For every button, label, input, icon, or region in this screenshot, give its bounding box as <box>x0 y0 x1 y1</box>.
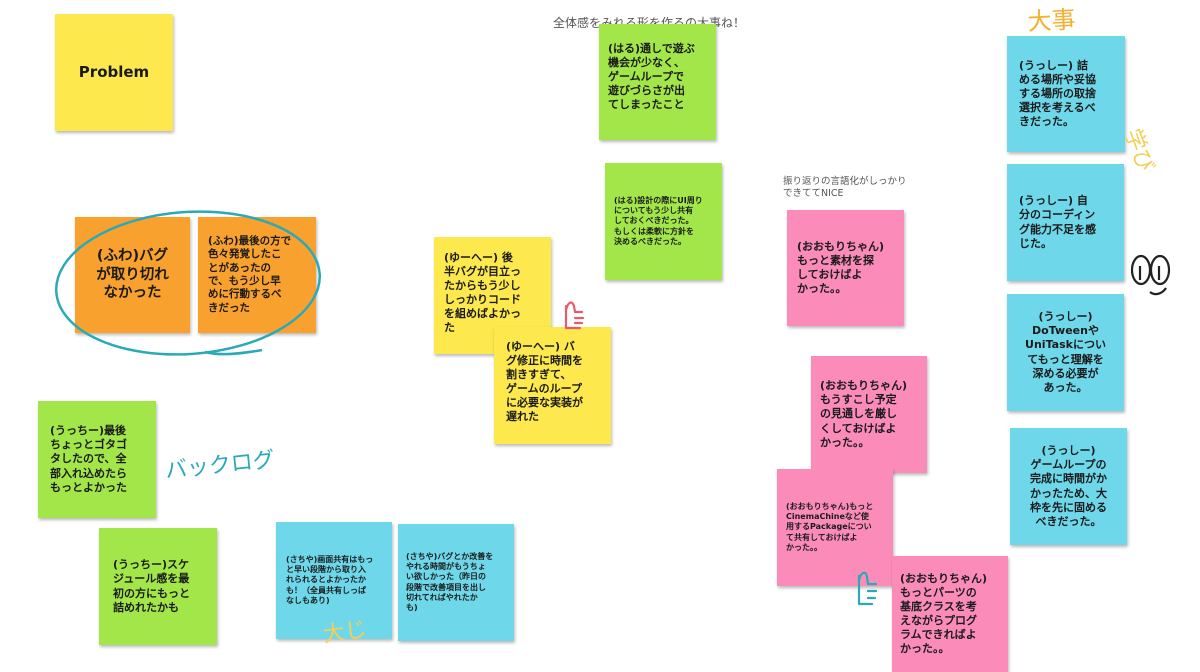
comment-retro-praise: 振り返りの言語化がしっかり できててNICE <box>783 176 907 199</box>
sticky-note-ussh-loop[interactable]: (うっしー) ゲームループの 完成に時間がか かったため、大 枠を先に固める べ… <box>1010 428 1127 545</box>
sticky-note-text: (うっちー)最後 ちょっとゴタゴ タしたので、全 部入れ込めたら もっとよかった <box>50 424 127 494</box>
sticky-note-text: (おおもりちゃん)もっと CinemaChineなど使 用するPackageにつ… <box>786 501 874 552</box>
sticky-note-fuwa-bug[interactable]: (ふわ)バグ が取り切れ なかった <box>75 217 190 333</box>
sticky-note-text: (おおもりちゃん) もっとパーツの 基底クラスを考 えながらプログ ラムできれば… <box>900 571 988 656</box>
sticky-note-text: (はる)通しで遊ぶ 機会が少なく、 ゲームループで 遊びづらさが出 てしまったこ… <box>608 42 695 112</box>
sticky-note-ussh-compromise[interactable]: (うっしー) 詰 める場所や妥協 する場所の取捨 選択を考えるべ きだった。 <box>1007 36 1125 152</box>
eyes-doodle-icon <box>1130 254 1171 296</box>
sticky-note-fuwa-late[interactable]: (ふわ)最後の方で 色々発覚したこ とがあったの で、もう少し早 めに行動するべ… <box>198 217 316 333</box>
sticky-note-haru-play[interactable]: (はる)通しで遊ぶ 機会が少なく、 ゲームループで 遊びづらさが出 てしまったこ… <box>599 24 716 140</box>
sticky-note-haru-ui[interactable]: (はる)設計の際にUI周り についてもう少し共有 しておくべきだった。 もしくは… <box>605 163 722 280</box>
thumbs-up-icon <box>564 301 585 330</box>
sticky-note-text: (ふわ)バグ が取り切れ なかった <box>96 248 169 302</box>
sticky-note-sachiya-bug[interactable]: (さちや)バグとか改善を やれる時間がもうちょ い欲しかった（昨日の 段階で改善… <box>398 524 514 641</box>
sticky-note-yuhe-fix[interactable]: (ゆーへー) バ グ修正に時間を 割きすぎて、 ゲームのループ に必要な実装が … <box>494 327 611 444</box>
sticky-note-text: Problem <box>78 62 150 81</box>
sticky-note-omori-material[interactable]: (おおもりちゃん) もっと素材を探 しておけばよ かった。。 <box>787 210 904 326</box>
sticky-note-text: (うっしー) DoTweenや UniTaskについ てもっと理解を 深める必要… <box>1025 310 1106 394</box>
sticky-note-text: (おおもりちゃん) もっと素材を探 しておけばよ かった。。 <box>797 239 885 296</box>
sticky-note-text: (うっしー) ゲームループの 完成に時間がか かったため、大 枠を先に固める べ… <box>1030 444 1107 528</box>
sticky-note-text: (ゆーへー) 後 半バグが目立っ たからもう少し しっかりコード を組めばよかっ… <box>444 251 521 335</box>
sticky-note-text: (うっしー) 詰 める場所や妥協 する場所の取捨 選択を考えるべ きだった。 <box>1019 58 1096 129</box>
sticky-note-ussh-dotween[interactable]: (うっしー) DoTweenや UniTaskについ てもっと理解を 深める必要… <box>1007 294 1124 411</box>
sticky-note-text: (おおもりちゃん) もうすこし予定 の見通しを厳し くしておけばよ かった。。 <box>820 379 908 449</box>
sticky-note-text: (うっちー)スケ ジュール感を最 初の方にもっと 詰めれたかも <box>113 558 190 614</box>
handwriting-backlog: バックログ <box>164 448 276 484</box>
handwriting-daiji: 大事 <box>1027 6 1076 36</box>
sticky-note-omori-parts[interactable]: (おおもりちゃん) もっとパーツの 基底クラスを考 えながらプログ ラムできれば… <box>892 556 1008 672</box>
sticky-note-omori-cinema[interactable]: (おおもりちゃん)もっと CinemaChineなど使 用するPackageにつ… <box>777 469 893 586</box>
sticky-note-text: (ふわ)最後の方で 色々発覚したこ とがあったの で、もう少し早 めに行動するべ… <box>208 234 292 314</box>
sticky-note-text: (うっしー) 自 分のコーディン グ能力不足を感 じた。 <box>1019 194 1096 250</box>
sticky-note-uccchi-last[interactable]: (うっちー)最後 ちょっとゴタゴ タしたので、全 部入れ込めたら もっとよかった <box>38 401 156 518</box>
sticky-note-sachiya-share[interactable]: (さちや)画面共有はもっ と早い段階から取り入 れられるとよかったか も！（全員… <box>276 522 392 639</box>
sticky-note-ussh-coding[interactable]: (うっしー) 自 分のコーディン グ能力不足を感 じた。 <box>1007 164 1124 281</box>
ink-circle-tail <box>204 348 263 356</box>
sticky-note-text: (さちや)バグとか改善を やれる時間がもうちょ い欲しかった（昨日の 段階で改善… <box>406 551 494 612</box>
sticky-note-uccchi-schedule[interactable]: (うっちー)スケ ジュール感を最 初の方にもっと 詰めれたかも <box>99 528 217 645</box>
sticky-note-text: (さちや)画面共有はもっ と早い段階から取り入 れられるとよかったか も！（全員… <box>286 554 374 605</box>
sticky-note-text: (ゆーへー) バ グ修正に時間を 割きすぎて、 ゲームのループ に必要な実装が … <box>506 340 583 424</box>
sticky-note-omori-schedule[interactable]: (おおもりちゃん) もうすこし予定 の見通しを厳し くしておけばよ かった。。 <box>811 356 927 473</box>
handwriting-manabi: 学び <box>1119 126 1158 176</box>
sticky-note-text: (はる)設計の際にUI周り についてもう少し共有 しておくべきだった。 もしくは… <box>614 195 703 246</box>
sticky-note-problem[interactable]: Problem <box>55 14 173 131</box>
